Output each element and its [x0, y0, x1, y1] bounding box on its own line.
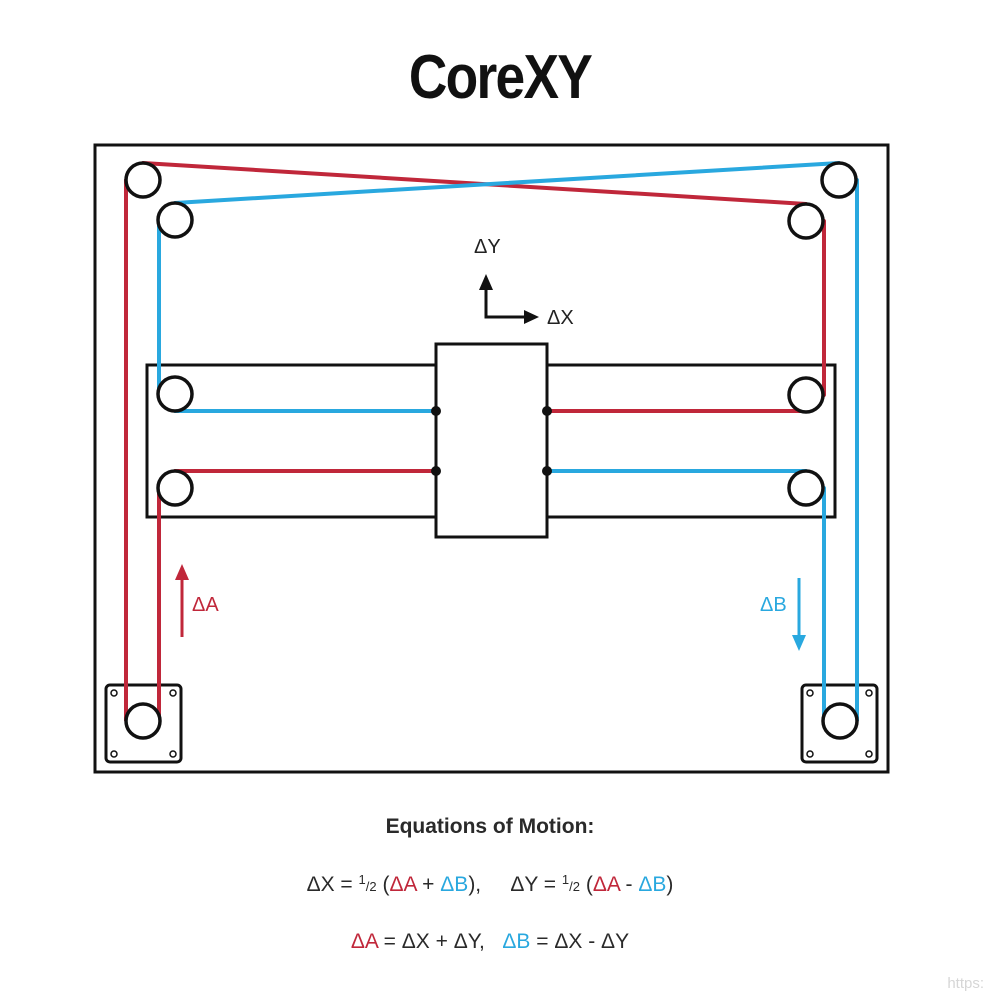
label-delta-y: ΔY — [474, 236, 501, 258]
eq-dy-lhs: ΔY = — [510, 873, 562, 896]
arrow-head-b — [792, 635, 806, 651]
eq-delta-a: ΔA — [350, 930, 378, 953]
frame — [93, 143, 890, 774]
eq-dx-lhs: ΔX = — [306, 873, 359, 896]
pulley-top-right-inner — [787, 202, 825, 240]
axis-arrows — [484, 290, 526, 319]
page-title: CoreXY — [408, 43, 593, 112]
watermark: https: — [947, 975, 984, 992]
equation-line-2: ΔA = ΔX + ΔY, ΔB = ΔX - ΔY — [350, 930, 630, 953]
eq-delta-b: ΔB — [440, 873, 469, 896]
pulley-gantry-right-bottom — [787, 469, 825, 507]
pulley-gantry-left-top — [156, 375, 194, 413]
belt-clamp — [542, 466, 552, 476]
equations-heading: Equations of Motion: — [385, 815, 595, 838]
pulley-gantry-right-top — [787, 376, 825, 414]
label-delta-a: ΔA — [192, 594, 219, 616]
eq-delta-b: ΔB — [638, 873, 667, 896]
eq-delta-a: ΔA — [592, 873, 620, 896]
motor-pulley-left — [124, 702, 162, 740]
arrow-head-a — [175, 564, 189, 580]
eq-half: 1/2 — [358, 872, 377, 894]
eq-delta-a: ΔA — [389, 873, 417, 896]
pulley-top-right-outer — [820, 161, 858, 199]
arrow-head-y — [479, 274, 493, 290]
motor-pulley-right — [821, 702, 859, 740]
label-delta-b: ΔB — [760, 594, 787, 616]
belt-clamp — [431, 466, 441, 476]
arrow-head-x — [524, 310, 539, 324]
eq-delta-b: ΔB — [502, 930, 531, 953]
label-delta-x: ΔX — [547, 307, 574, 329]
belt-clamp — [431, 406, 441, 416]
belt-clamp — [542, 406, 552, 416]
equation-line-1: ΔX = 1/2 (ΔA + ΔB), ΔY = 1/2 (ΔA - ΔB) — [306, 872, 674, 896]
pulley-top-left-inner — [156, 201, 194, 239]
eq-half: 1/2 — [561, 872, 580, 894]
carriage — [434, 342, 549, 539]
pulley-top-left-outer — [124, 161, 162, 199]
pulley-gantry-left-bottom — [156, 469, 194, 507]
